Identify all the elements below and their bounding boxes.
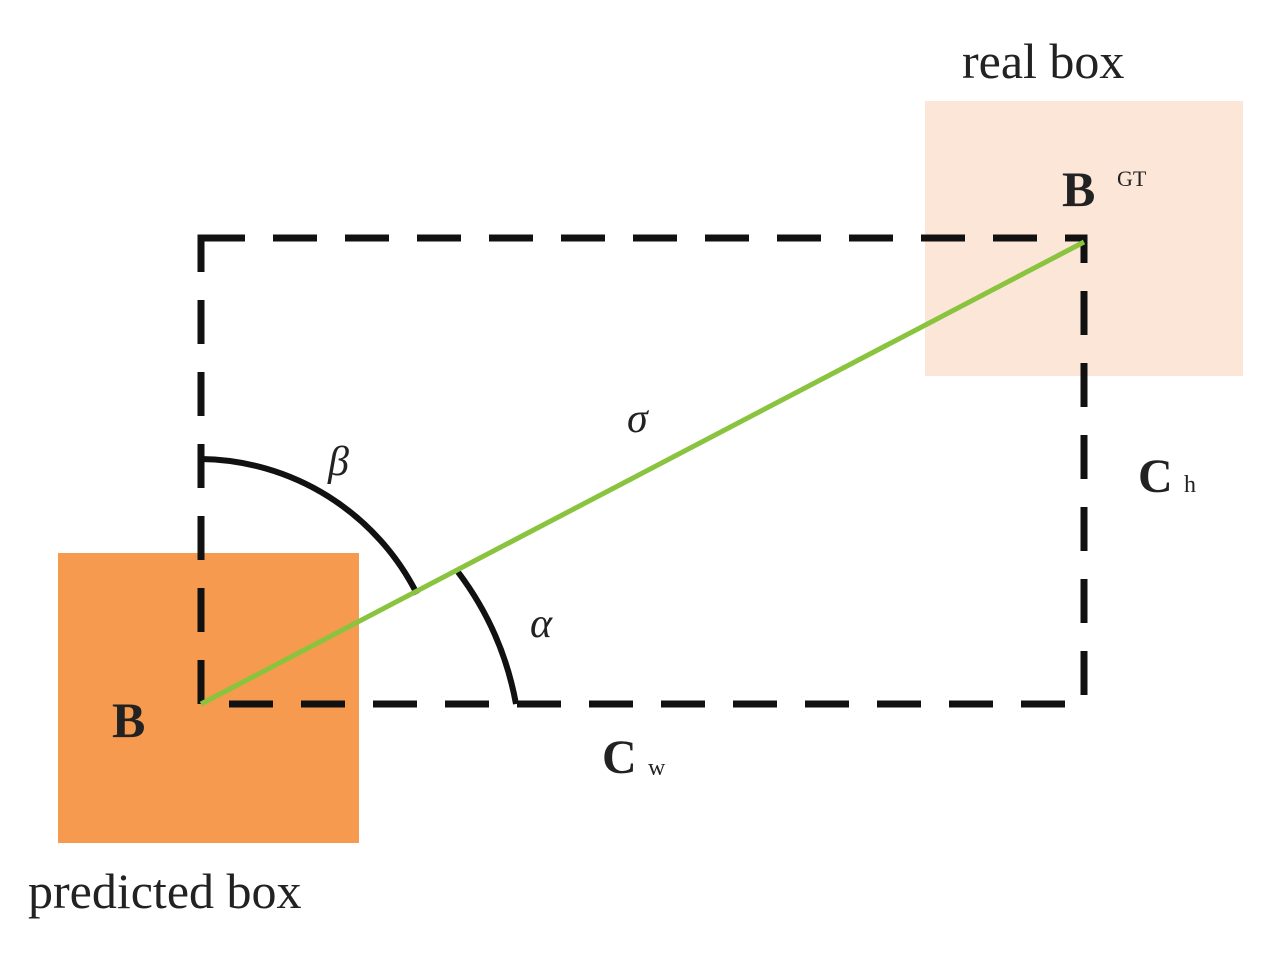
height-ch-label: C <box>1138 450 1173 503</box>
gt-center-label: B <box>1062 161 1095 217</box>
width-cw-subscript: w <box>648 755 666 781</box>
height-ch-subscript: h <box>1184 472 1196 498</box>
center-connector-line <box>199 239 1086 707</box>
width-cw-label: C <box>602 731 637 784</box>
alpha-arc <box>455 570 519 705</box>
angle-beta-label: β <box>327 439 349 485</box>
real-box-label: real box <box>962 33 1124 89</box>
angle-alpha-label: α <box>530 601 553 647</box>
distance-sigma-label: σ <box>627 396 650 442</box>
dashed-enclosing-rect <box>197 234 1088 708</box>
gt-center-superscript: GT <box>1117 166 1147 191</box>
beta-arc <box>200 456 420 596</box>
predicted-box-label: predicted box <box>28 863 302 919</box>
predicted-center-label: B <box>112 692 145 748</box>
